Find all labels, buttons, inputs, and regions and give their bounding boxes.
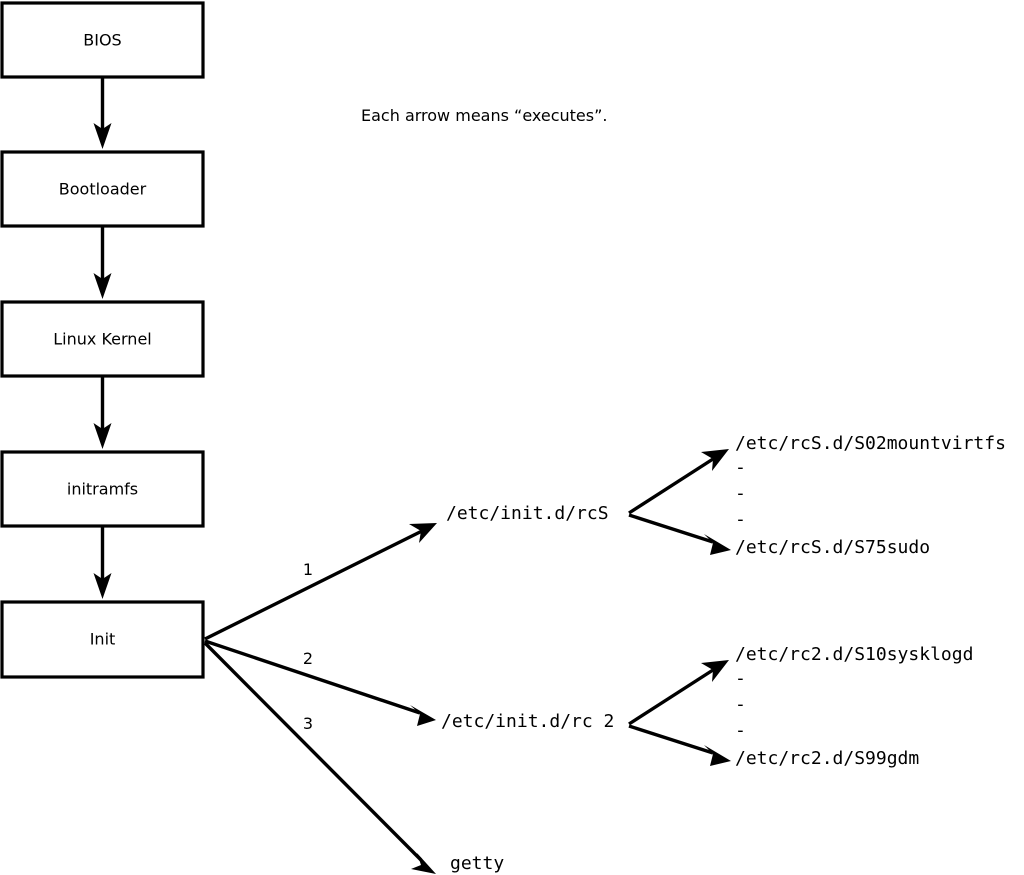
arrow-head-icon	[411, 853, 436, 874]
node-init-label: Init	[90, 630, 116, 649]
branch-2-arrow	[204, 639, 436, 726]
branch-2-target-label: /etc/init.d/rc 2	[441, 711, 614, 732]
node-bootloader-rect	[0, 150, 205, 228]
branch-3-arrow	[203, 641, 436, 874]
connector-initramfs-to-init	[93, 526, 112, 599]
arrow-head-icon	[701, 660, 729, 682]
node-initramfs[interactable]: initramfs	[0, 450, 205, 528]
rcs-ellipsis-dash-3: -	[735, 509, 746, 530]
node-bootloader[interactable]: Bootloader	[0, 150, 205, 228]
rc2-scripts-first-arrow	[628, 660, 729, 726]
rcs-script-first-label: /etc/rcS.d/S02mountvirtfs	[735, 433, 1006, 454]
rcs-scripts-first-arrow	[628, 449, 729, 515]
arrow-head-icon	[409, 523, 437, 543]
arrow-head-icon	[93, 573, 112, 599]
branch-1-target-label: /etc/init.d/rcS	[446, 503, 609, 524]
rc2-scripts-last-arrow	[628, 724, 731, 766]
node-init-rect	[0, 600, 205, 679]
rcs-ellipsis-dash-2: -	[735, 483, 746, 504]
rcs-scripts-last-arrow	[628, 513, 731, 555]
branch-1-number: 1	[303, 560, 313, 579]
branch-3-number: 3	[303, 714, 313, 733]
connector-bios-to-bootloader	[93, 77, 112, 149]
node-bios[interactable]: BIOS	[0, 1, 205, 79]
branch-2-number: 2	[303, 649, 313, 668]
rc2-script-first-label: /etc/rc2.d/S10sysklogd	[735, 644, 973, 665]
rc2-script-last-label: /etc/rc2.d/S99gdm	[735, 748, 919, 769]
rc2-ellipsis-dash-2: -	[735, 694, 746, 715]
rcs-script-last-label: /etc/rcS.d/S75sudo	[735, 537, 930, 558]
arrow-head-icon	[93, 123, 112, 149]
node-bios-label: BIOS	[83, 31, 121, 50]
caption-text: Each arrow means “executes”.	[361, 106, 607, 125]
arrow-head-icon	[93, 423, 112, 449]
arrow-head-icon	[704, 745, 731, 766]
node-bootloader-label: Bootloader	[59, 180, 147, 199]
terminal-node-getty-label: getty	[450, 853, 504, 874]
rc2-ellipsis-dash-3: -	[735, 720, 746, 741]
arrow-head-icon	[410, 705, 436, 726]
connector-bootloader-to-kernel	[93, 226, 112, 299]
node-linux-kernel-rect	[0, 300, 205, 378]
arrow-head-icon	[93, 273, 112, 299]
node-linux-kernel-label: Linux Kernel	[53, 330, 151, 349]
node-linux-kernel[interactable]: Linux Kernel	[0, 300, 205, 378]
node-init[interactable]: Init	[0, 600, 205, 679]
branch-1-arrow	[204, 523, 437, 641]
node-initramfs-label: initramfs	[67, 480, 138, 499]
rcs-ellipsis-dash-1: -	[735, 457, 746, 478]
arrow-head-icon	[704, 534, 731, 555]
connector-kernel-to-initramfs	[93, 376, 112, 449]
node-bios-rect	[0, 1, 205, 79]
arrow-head-icon	[701, 449, 729, 471]
rc2-ellipsis-dash-1: -	[735, 668, 746, 689]
